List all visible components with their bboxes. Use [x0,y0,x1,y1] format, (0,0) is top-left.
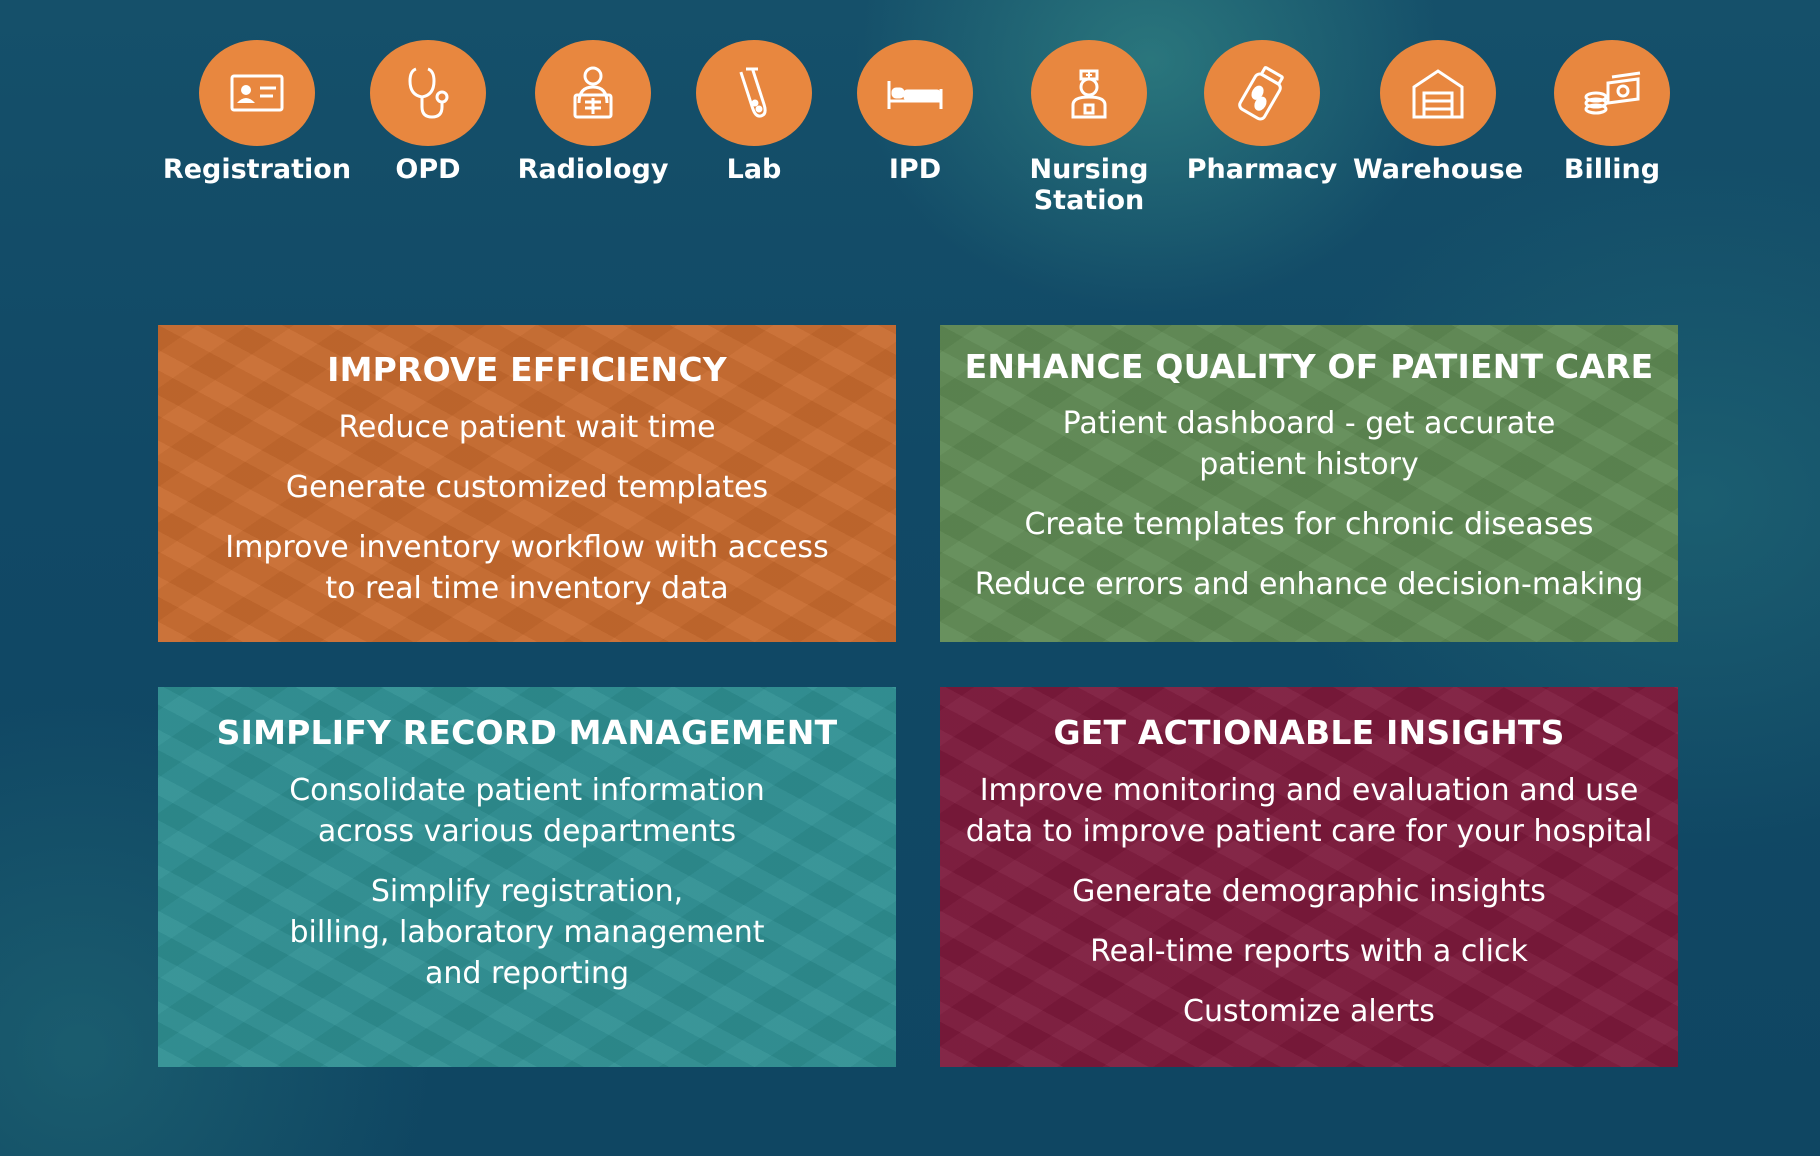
module-label: Radiology [517,154,669,185]
module-lab: Lab [659,40,849,185]
test-tube-icon [696,40,812,146]
module-nursing-station: Nursing Station [994,40,1184,216]
card-item: Improve inventory workflow with access t… [225,530,829,606]
card-item: Real-time reports with a click [1090,934,1528,969]
card-item: Consolidate patient information across v… [289,773,765,849]
module-label: IPD [888,154,942,185]
module-label: Nursing Station [1029,154,1149,216]
card-item: Reduce errors and enhance decision-makin… [974,567,1644,602]
enhance-quality-card: ENHANCE QUALITY OF PATIENT CARE Patient … [940,325,1678,642]
nurse-icon [1031,40,1147,146]
card-item: Generate customized templates [285,470,769,505]
module-radiology: Radiology [498,40,688,185]
module-pharmacy: Pharmacy [1167,40,1357,185]
pill-bottle-icon [1204,40,1320,146]
card-title: SIMPLIFY RECORD MANAGEMENT [216,713,838,752]
simplify-records-card: SIMPLIFY RECORD MANAGEMENT Consolidate p… [158,687,896,1067]
module-label: OPD [395,154,461,185]
module-label: Registration [162,154,352,185]
money-stack-icon [1554,40,1670,146]
module-label: Warehouse [1352,154,1524,185]
card-item: Create templates for chronic diseases [1024,507,1594,542]
warehouse-icon [1380,40,1496,146]
card-title: GET ACTIONABLE INSIGHTS [1053,713,1565,752]
actionable-insights-card: GET ACTIONABLE INSIGHTS Improve monitori… [940,687,1678,1067]
module-icon-row: Registration OPD Radiology [0,40,1820,230]
id-card-icon [199,40,315,146]
module-label: Billing [1563,154,1661,185]
card-item: Improve monitoring and evaluation and us… [965,773,1653,849]
card-title: ENHANCE QUALITY OF PATIENT CARE [964,347,1654,386]
module-warehouse: Warehouse [1343,40,1533,185]
module-label: Pharmacy [1186,154,1338,185]
card-item: Customize alerts [1183,994,1435,1029]
hospital-bed-icon [857,40,973,146]
card-title: IMPROVE EFFICIENCY [327,350,727,389]
module-opd: OPD [333,40,523,185]
card-item: Reduce patient wait time [338,410,716,445]
xray-icon [535,40,651,146]
improve-efficiency-card: IMPROVE EFFICIENCY Reduce patient wait t… [158,325,896,642]
module-registration: Registration [162,40,352,185]
card-item: Generate demographic insights [1072,874,1546,909]
module-billing: Billing [1517,40,1707,185]
module-label: Lab [726,154,782,185]
card-item: Simplify registration, billing, laborato… [289,874,765,991]
card-item: Patient dashboard - get accurate patient… [1062,406,1556,482]
stethoscope-icon [370,40,486,146]
module-ipd: IPD [820,40,1010,185]
